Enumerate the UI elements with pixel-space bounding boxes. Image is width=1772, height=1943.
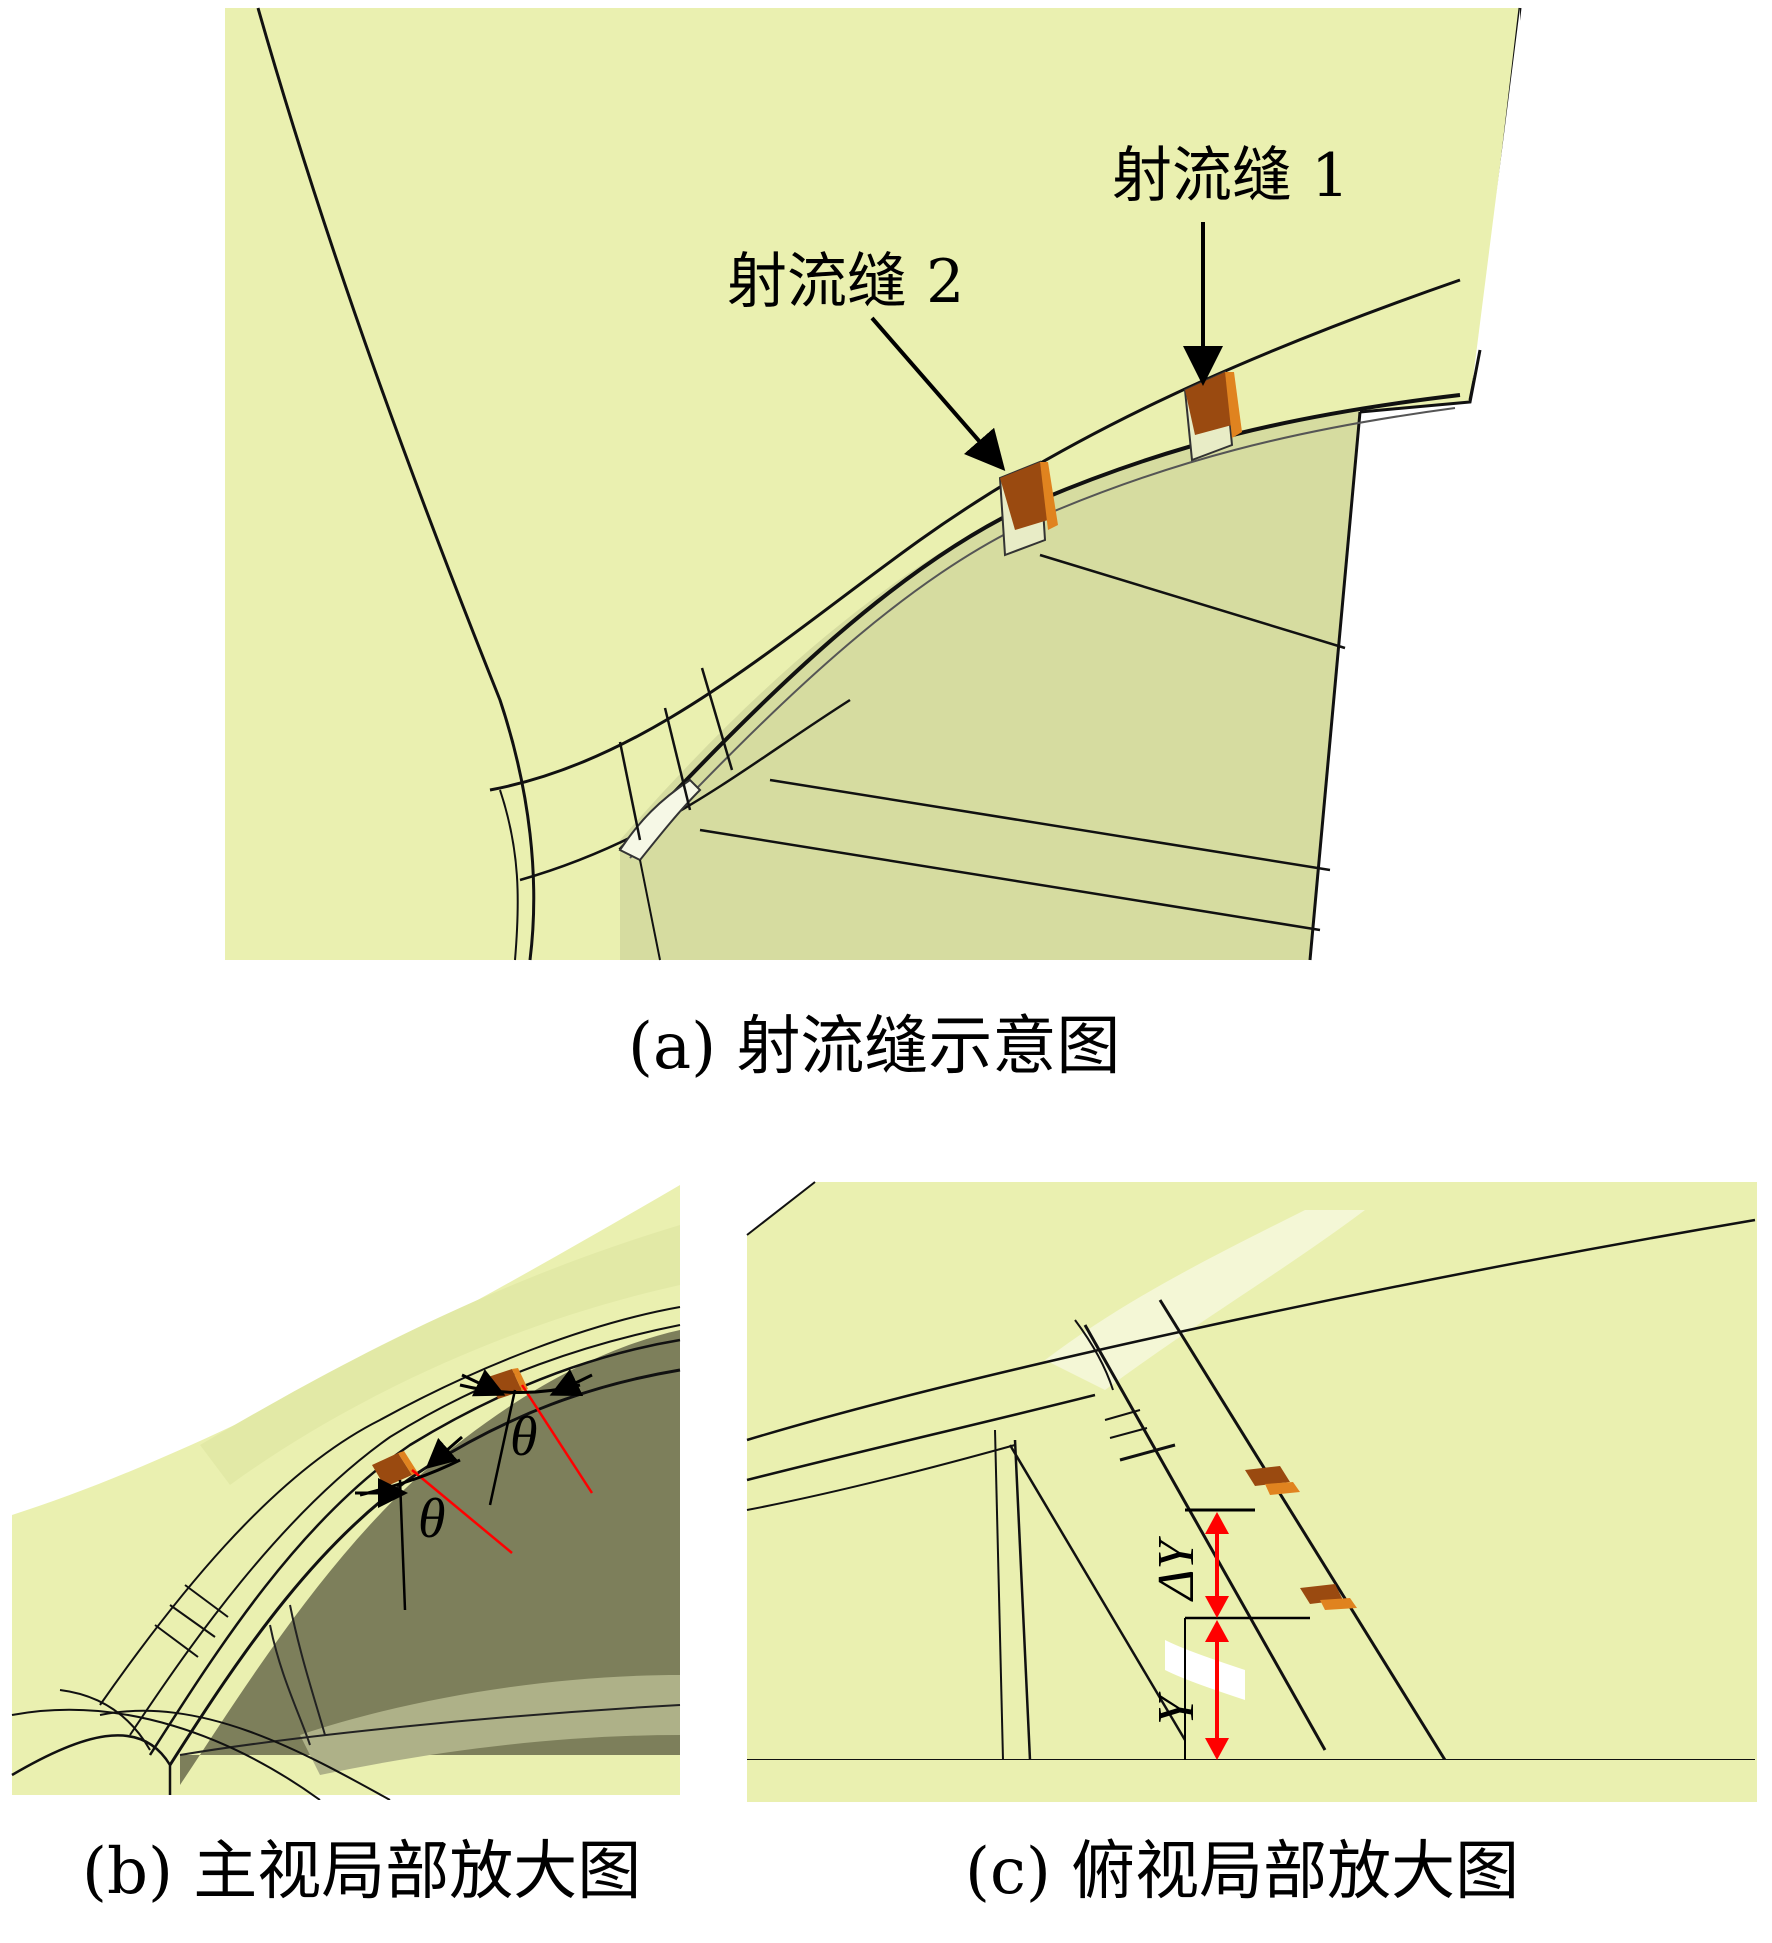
panel-a-left-edge <box>256 7 536 961</box>
panel-b-rendering: θ θ <box>11 1185 681 1800</box>
panel-a-slot-1-label: 射流缝 1 <box>1112 141 1349 211</box>
panel-b-red-line-left <box>411 1469 513 1554</box>
panel-b-red-line-right <box>520 1384 594 1494</box>
panel-a-band-lower <box>519 698 851 882</box>
panel-c-caption: (c) 俯视局部放大图 <box>965 1835 1520 1909</box>
panel-b-cavity <box>180 1330 680 1785</box>
panel-a-slot-2 <box>998 460 1058 557</box>
panel-a-cutout <box>1310 8 1520 960</box>
panel-c-slot-upper <box>1245 1466 1300 1495</box>
panel-b-theta-1: θ <box>418 1488 446 1550</box>
panel-c-delta-y-label: ΔY <box>1148 1535 1205 1602</box>
panel-b-theta-2: θ <box>510 1406 538 1468</box>
panel-a-slot-2-label: 射流缝 2 <box>727 247 964 317</box>
panel-b-ref-line-right <box>488 1389 517 1506</box>
panel-a-cavity-surface <box>620 410 1360 960</box>
panel-a-band-upper <box>489 278 1461 792</box>
panel-b-caption: (b) 主视局部放大图 <box>82 1835 642 1909</box>
panel-a-slot-2-arrow <box>870 316 1006 472</box>
panel-a-caption: (a) 射流缝示意图 <box>628 1010 1121 1084</box>
panel-c-y-label: Y <box>1148 1691 1205 1725</box>
panel-c-rendering: ΔY Y <box>746 1181 1757 1802</box>
panel-a-rendering: 射流缝 2 射流缝 1 <box>225 7 1522 961</box>
panel-c-slot-lower <box>1300 1584 1357 1610</box>
